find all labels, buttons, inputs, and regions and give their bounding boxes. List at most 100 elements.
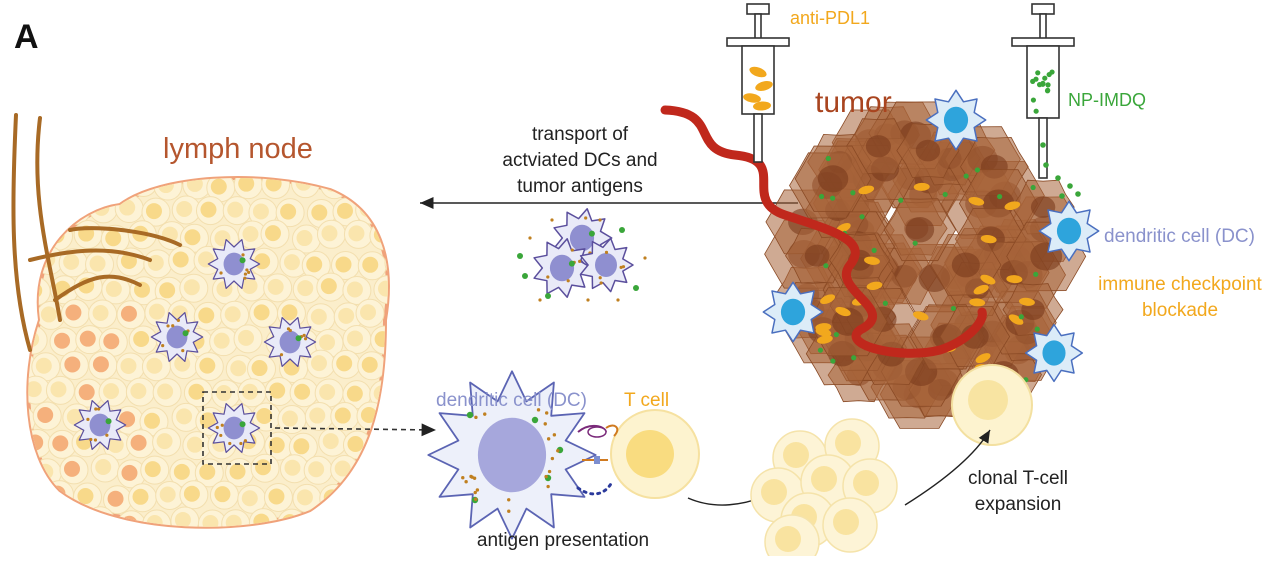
antigen-dot	[220, 423, 224, 427]
anti-pdl1-antibody	[968, 196, 985, 206]
tumor-dc	[925, 89, 987, 151]
nanoparticle-dot	[105, 418, 112, 425]
anti-pdl1-label: anti-PDL1	[790, 8, 870, 28]
nanoparticle-dot	[466, 411, 474, 419]
np-imdq-dot	[1075, 191, 1081, 197]
np-imdq-dot	[1030, 78, 1036, 84]
lymphocyte-nucleus	[156, 433, 173, 450]
dc-nucleus	[943, 106, 969, 134]
nanoparticle-dot	[568, 260, 575, 267]
dc-nucleus	[279, 330, 301, 354]
antigen-dot	[556, 449, 560, 453]
anti-pdl1-antibody	[980, 234, 997, 244]
transport-label-line1: transport of	[532, 124, 629, 145]
transport-label: transport of actviated DCs and tumor ant…	[502, 124, 657, 197]
antigen-dot	[302, 333, 306, 337]
lymphocyte-nucleus	[95, 459, 112, 476]
antigen-dot	[228, 441, 232, 446]
lymphocyte	[371, 485, 388, 515]
lymphocyte	[28, 483, 47, 513]
anti-pdl1-antibody	[1008, 314, 1024, 325]
dc-nucleus	[780, 298, 806, 326]
lymphocyte-nucleus	[119, 199, 136, 216]
lymphocyte-nucleus	[188, 383, 205, 400]
np-imdq-dot	[1049, 69, 1055, 75]
synapse	[576, 424, 619, 496]
nanoparticle-dot	[239, 421, 246, 428]
nanoparticle-dot	[182, 330, 189, 337]
lymphocyte-nucleus	[199, 357, 216, 374]
nanoparticle-dot	[825, 155, 831, 162]
nanoparticle-dot	[633, 285, 639, 291]
lymphocyte-nucleus	[388, 462, 404, 478]
antigen-dot	[97, 407, 101, 411]
antigen-dot	[89, 437, 93, 442]
nanoparticle-dot	[950, 305, 956, 312]
lymphocyte-nucleus	[52, 435, 69, 452]
antigen-dot	[245, 268, 249, 272]
lymphocyte	[44, 480, 74, 510]
antigen-dot	[544, 411, 549, 415]
clonal-t-cell-nucleus	[775, 526, 801, 552]
antigen-dot	[239, 441, 243, 446]
antigen-dot	[247, 270, 251, 275]
lymphocyte-nucleus	[346, 281, 363, 298]
antigen-dot	[550, 456, 555, 461]
lymphocyte-nucleus	[120, 253, 137, 270]
lymphocyte-nucleus	[360, 407, 377, 424]
lymphocyte-nucleus	[387, 516, 388, 527]
lymphocyte-nucleus	[11, 412, 27, 428]
lymphocyte-nucleus	[377, 178, 388, 192]
lymphocyte-nucleus	[347, 436, 364, 453]
clonal-t-cell-nucleus	[783, 442, 809, 468]
lymph-node-dendritic-cells	[73, 239, 317, 453]
lymphocyte-nucleus	[200, 201, 217, 218]
clonal-t-cells	[750, 418, 898, 561]
lymph-node-dc	[263, 317, 317, 367]
lymphocyte-nucleus	[173, 463, 190, 480]
nanoparticle-dot	[545, 293, 551, 299]
lymphocyte-nucleus	[92, 304, 109, 321]
lymphocyte-nucleus	[145, 203, 162, 220]
antigen-presentation-label: antigen presentation	[477, 530, 649, 551]
antigen-dot	[538, 298, 542, 302]
anti-pdl1-antibody	[969, 298, 986, 307]
nanoparticle-dot	[295, 335, 302, 342]
lymphocyte	[28, 178, 49, 200]
lymphocyte-nucleus	[360, 459, 377, 476]
lymphocyte	[385, 350, 388, 380]
lymphocyte	[45, 178, 75, 200]
lymphocyte	[355, 454, 385, 484]
antigen-dot	[507, 498, 511, 502]
lymphocyte-nucleus	[389, 254, 405, 270]
lymphocyte-nucleus	[146, 515, 163, 527]
antigen-dot	[599, 281, 603, 285]
lymphocyte-nucleus	[157, 383, 174, 400]
lymphocyte-nucleus	[215, 385, 232, 402]
antigen-dot	[570, 248, 574, 252]
lymphocyte-nucleus	[322, 433, 339, 450]
lymphocyte-nucleus	[269, 382, 286, 399]
anti-pdl1-antibody	[815, 327, 832, 337]
lymphocyte-nucleus	[377, 280, 388, 297]
presenting-dc	[427, 370, 597, 540]
nanoparticle-dot	[912, 240, 918, 246]
dc-label-right: dendritic cell (DC)	[1104, 226, 1255, 247]
lymphocyte-nucleus	[66, 408, 83, 425]
panel-letter: A	[14, 18, 39, 56]
lymphocyte	[356, 509, 386, 527]
antigen-dot	[171, 324, 175, 328]
lymphocyte-nucleus	[283, 254, 300, 271]
lymphocyte-nucleus	[338, 307, 355, 324]
lymphocyte-nucleus	[309, 407, 326, 424]
anti-pdl1-antibody	[864, 256, 880, 265]
tumor-nucleus	[804, 244, 830, 267]
transport-label-line2: actviated DCs and	[502, 150, 657, 171]
tumor-dc	[1024, 323, 1084, 383]
anti-pdl1-antibody	[866, 281, 883, 291]
lymphocyte	[371, 432, 388, 462]
lymphocyte-nucleus	[132, 488, 149, 505]
anti-pdl1-drop	[755, 81, 773, 91]
nanoparticle-dot	[898, 197, 904, 203]
dc-nucleus	[223, 252, 245, 276]
